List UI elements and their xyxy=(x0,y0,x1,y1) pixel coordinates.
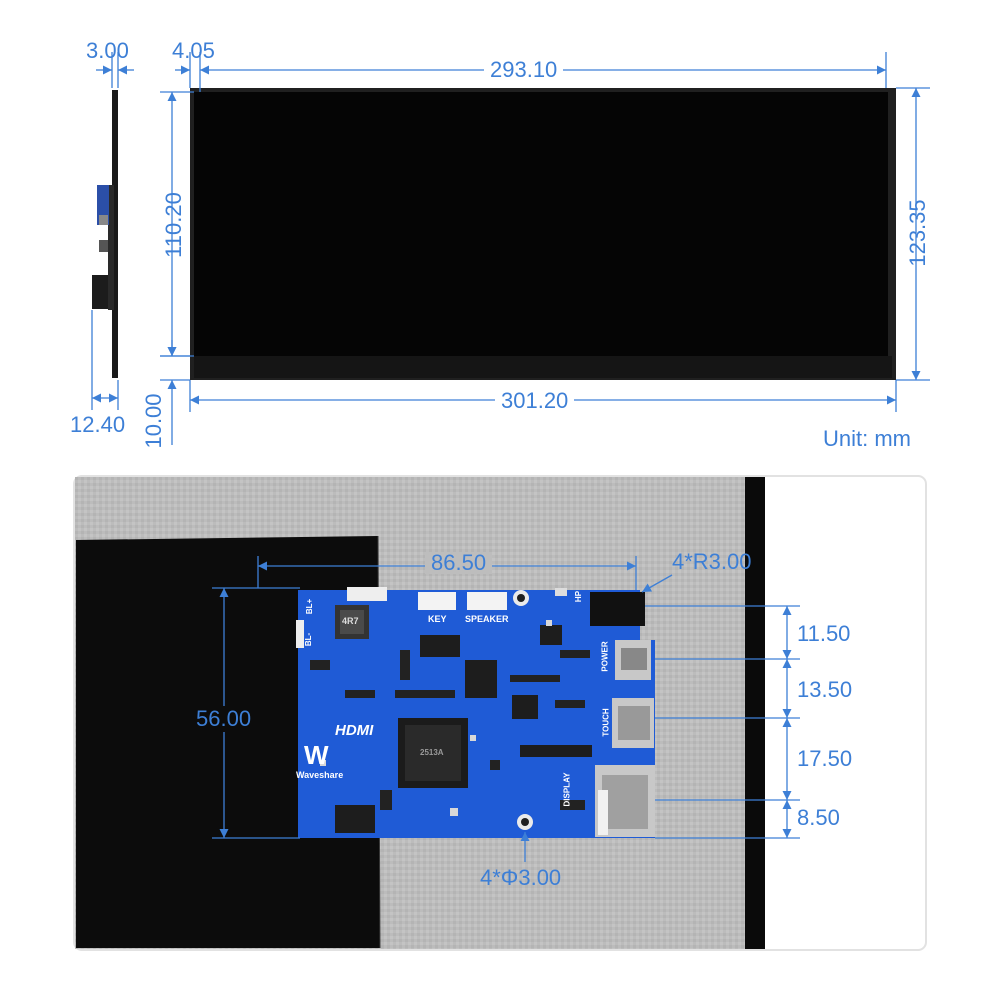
dim-port-offset-2: 13.50 xyxy=(797,677,853,702)
side-profile xyxy=(92,90,118,378)
dim-port-offset-3: 17.50 xyxy=(797,746,853,771)
pcb-speaker-label: SPEAKER xyxy=(465,614,509,624)
dim-depth: 12.40 xyxy=(70,412,126,437)
pcb-touch-label: TOUCH xyxy=(601,708,611,737)
board-dimension-lines xyxy=(212,556,800,862)
dim-hole-diameter: 4*Φ3.00 xyxy=(480,865,562,890)
unit-label: Unit: mm xyxy=(823,426,911,451)
dim-port-offset-1: 11.50 xyxy=(797,621,851,646)
dim-outer-height: 123.35 xyxy=(905,199,930,267)
driver-board xyxy=(296,587,655,838)
pcb-brand-label: Waveshare xyxy=(296,770,344,780)
dim-bottom-bezel: 10.00 xyxy=(141,393,166,449)
pcb-display-label: DISPLAY xyxy=(562,772,572,807)
dim-bezel-offset: 4.05 xyxy=(172,38,215,63)
waveshare-logo-icon: W xyxy=(304,740,329,770)
dim-port-offset-4: 8.50 xyxy=(797,805,840,830)
pcb-bl-minus-label: BL- xyxy=(304,632,314,647)
dim-outer-width: 301.20 xyxy=(495,390,575,412)
dim-active-height: 110.20 xyxy=(161,192,186,258)
pcb-inductor-label: 4R7 xyxy=(342,616,359,626)
pcb-hp-label: HP xyxy=(574,590,584,603)
dim-side-thickness: 3.00 xyxy=(86,38,129,63)
dim-active-width: 293.10 xyxy=(484,59,564,81)
front-panel xyxy=(190,88,896,380)
dim-hole-spacing-x: 86.50 xyxy=(425,552,493,574)
pcb-power-label: POWER xyxy=(600,641,610,672)
pcb-chip-label: 2513A xyxy=(420,748,444,757)
dim-corner-radius: 4*R3.00 xyxy=(672,549,752,574)
pcb-bl-plus-label: BL+ xyxy=(305,598,315,615)
pcb-hdmi-label: HDMI xyxy=(335,722,374,739)
dim-hole-spacing-y: 56.00 xyxy=(192,706,256,732)
pcb-key-label: KEY xyxy=(428,614,447,624)
